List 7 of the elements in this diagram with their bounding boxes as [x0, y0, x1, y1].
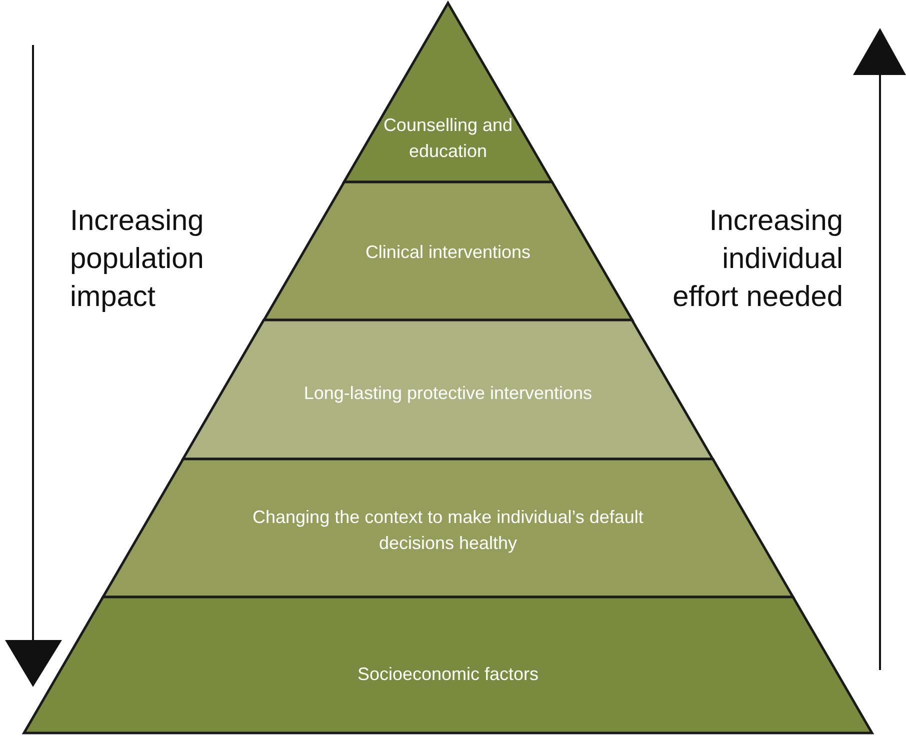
tier-label: Changing the context to make individual’s default decisions healthy: [252, 506, 644, 555]
tier-label: Counselling and education: [382, 114, 514, 163]
side-caption: Increasing individual effort needed: [672, 204, 843, 315]
tier-label: Clinical interventions: [364, 241, 532, 264]
side-caption: Increasing population impact: [70, 204, 205, 315]
tier-label: Long-lasting protective interventions: [302, 382, 594, 405]
tier-label: Socioeconomic factors: [356, 663, 540, 686]
